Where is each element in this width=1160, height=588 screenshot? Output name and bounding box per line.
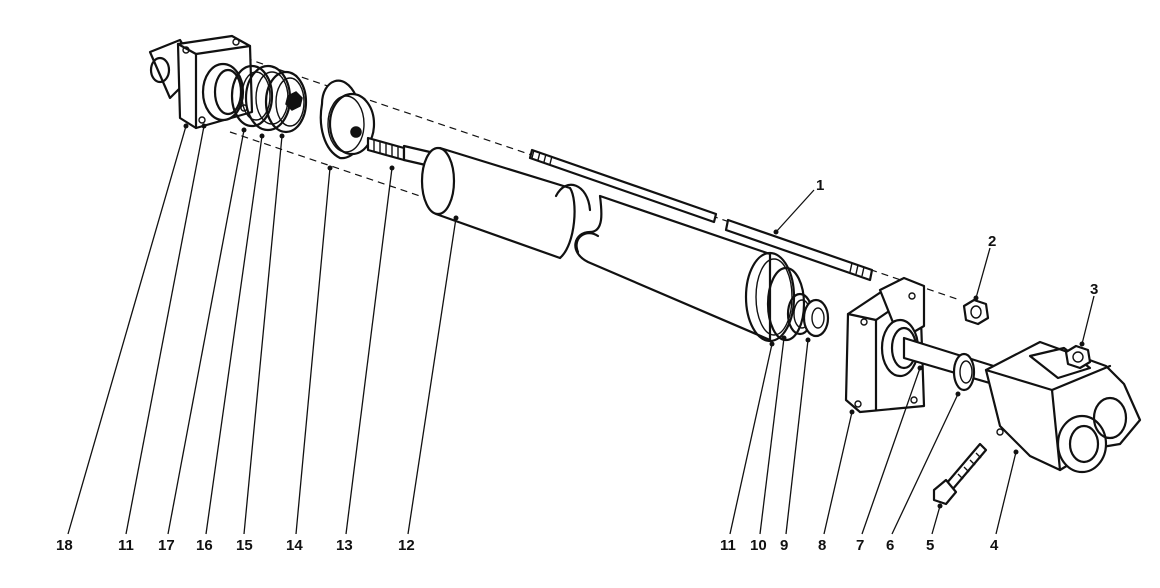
part-11-front-seal-ring	[766, 266, 806, 342]
part-2-hex-nut	[962, 298, 990, 326]
part-3-hex-nut	[1064, 344, 1092, 370]
callout-10: 10	[750, 537, 767, 554]
callout-14: 14	[286, 537, 303, 554]
part-13-piston-rod-end	[366, 136, 432, 168]
callout-5: 5	[926, 537, 934, 554]
part-9-washer	[802, 298, 830, 338]
assembly-axis-line-lower	[229, 131, 421, 197]
part-6-jam-nut	[952, 352, 976, 392]
part-4-rod-clevis	[984, 340, 1142, 474]
callout-1: 1	[816, 177, 824, 194]
part-14-piston	[319, 79, 376, 160]
callout-labels: 18 11 17 16 15 14 13 12 11 10 9 8 7 6 5 …	[56, 177, 1098, 554]
callout-17: 17	[158, 537, 175, 554]
callout-6: 6	[886, 537, 894, 554]
part-8-front-head	[844, 276, 926, 414]
callout-11-rear: 11	[118, 537, 134, 554]
callout-13: 13	[336, 537, 353, 554]
callout-8: 8	[818, 537, 826, 554]
part-12-cylinder-barrel	[420, 146, 796, 343]
callout-4: 4	[990, 537, 999, 554]
callout-18: 18	[56, 537, 73, 554]
part-1-tie-rod	[528, 148, 874, 282]
callout-12: 12	[398, 537, 415, 554]
callout-7: 7	[856, 537, 864, 554]
callout-15: 15	[236, 537, 253, 554]
part-15-oring	[264, 70, 308, 134]
leader-lines	[67, 123, 1095, 535]
part-5-bolt	[932, 442, 988, 506]
callout-11-front: 11	[720, 537, 736, 554]
callout-2: 2	[988, 233, 996, 250]
callout-16: 16	[196, 537, 213, 554]
callout-9: 9	[780, 537, 788, 554]
callout-3: 3	[1090, 281, 1098, 298]
